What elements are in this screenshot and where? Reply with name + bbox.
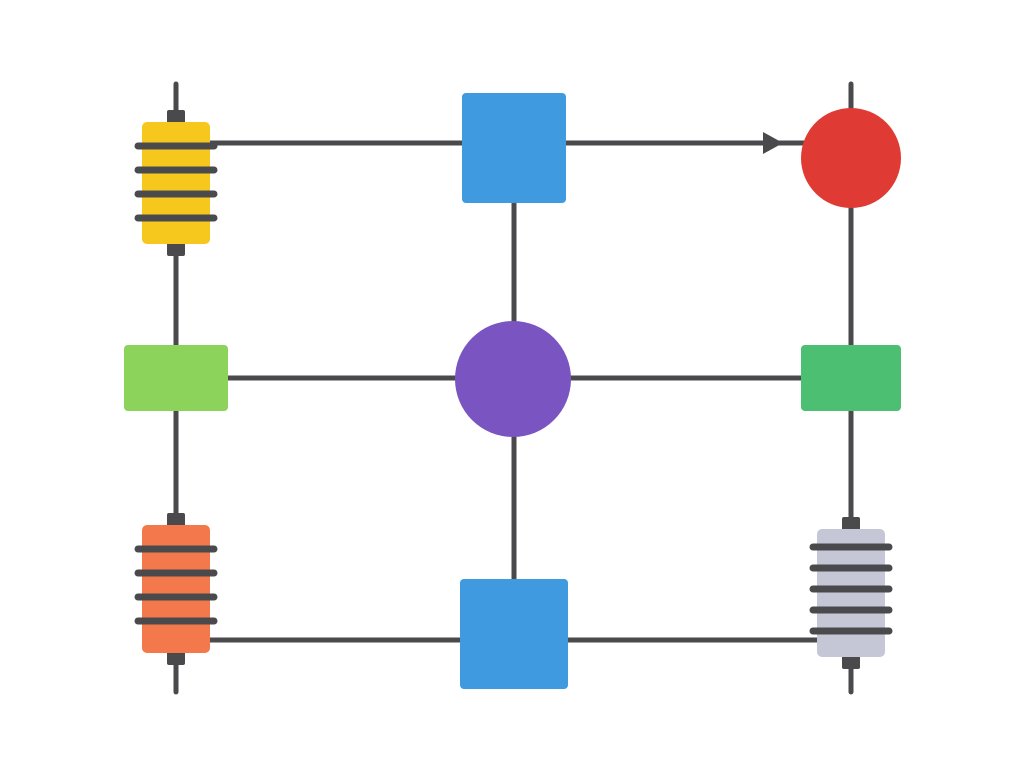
hub-purple <box>455 321 571 437</box>
coil-yellow-body <box>142 122 210 244</box>
block-green-left <box>124 345 228 411</box>
block-green-right <box>801 345 901 411</box>
arrowhead-icon <box>763 132 783 154</box>
nodes-layer <box>124 93 901 689</box>
coil-yellow <box>134 110 218 256</box>
coil-gray <box>809 517 893 669</box>
block-blue-top <box>462 93 566 203</box>
coil-orange-body <box>142 525 210 653</box>
coil-orange <box>134 513 218 665</box>
node-red <box>801 108 901 208</box>
coil-gray-body <box>817 529 885 657</box>
block-blue-bottom <box>460 579 568 689</box>
